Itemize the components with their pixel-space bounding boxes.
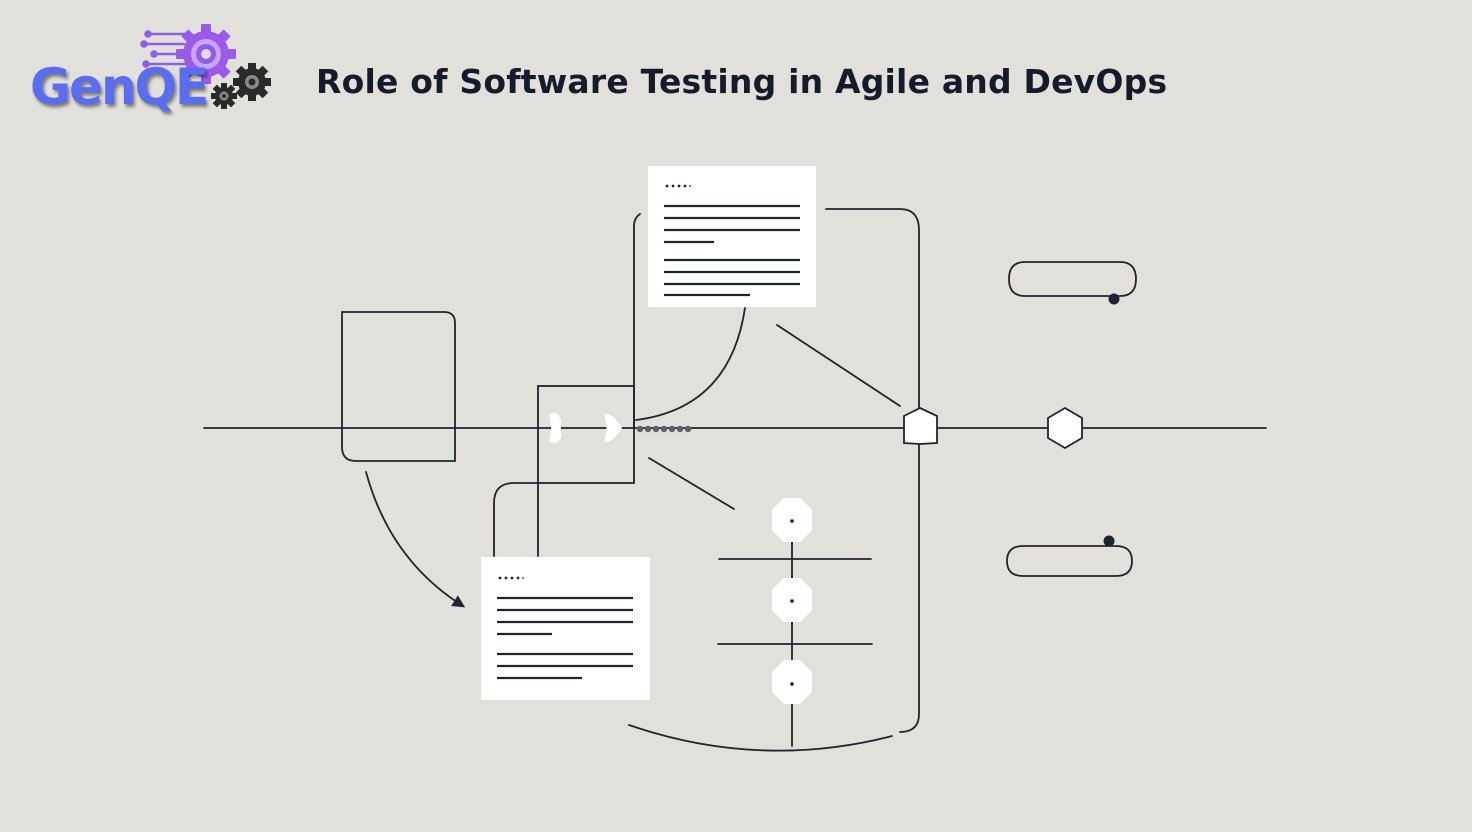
pill-toggle-bottom <box>1006 545 1133 577</box>
diagonal-upper <box>776 324 901 407</box>
center-box-marks <box>549 412 622 443</box>
gear-icon <box>176 24 236 84</box>
pill-knob-bottom <box>1103 535 1115 547</box>
stack-node-3 <box>772 660 812 704</box>
connector-bottom-left <box>493 482 539 557</box>
hexagon-node-2 <box>1047 406 1083 450</box>
dotted-segment <box>636 425 692 433</box>
bottom-arc <box>628 724 893 752</box>
connector-top-card <box>633 213 641 429</box>
logo-text: GenQE <box>30 58 209 116</box>
gear-icon <box>233 63 271 101</box>
loop-right <box>825 208 920 733</box>
stack-nodes <box>772 498 812 704</box>
gear-icon <box>211 83 237 109</box>
document-card-top <box>648 166 816 307</box>
document-card-bottom <box>481 557 650 700</box>
page-title: Role of Software Testing in Agile and De… <box>316 62 1168 101</box>
center-box <box>537 385 635 484</box>
pill-knob-top <box>1108 293 1120 305</box>
connector-curve-top <box>635 307 746 421</box>
logo-art <box>140 24 271 109</box>
genqe-logo: GenQE <box>26 14 276 126</box>
diagonal-lower <box>648 457 735 510</box>
hexagon-node-1 <box>903 406 938 445</box>
left-frame <box>341 311 456 462</box>
curved-arrow <box>365 471 466 608</box>
pill-toggle-top <box>1008 261 1137 297</box>
